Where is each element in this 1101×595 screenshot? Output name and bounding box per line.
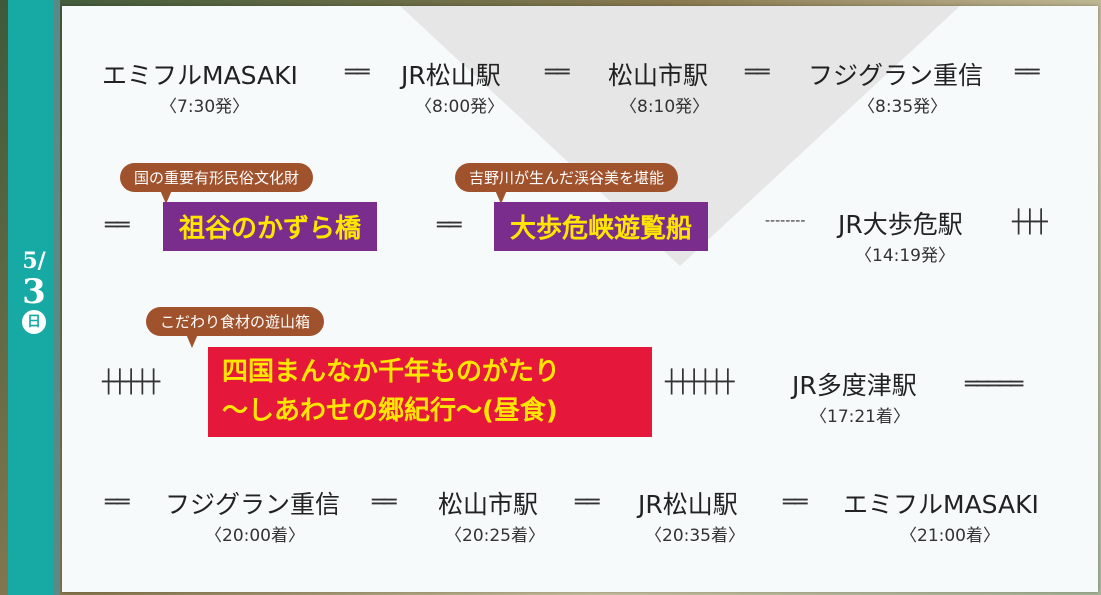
bus-line: ══ (105, 490, 129, 515)
date-band (8, 0, 60, 595)
date-day: 3 (22, 272, 46, 312)
station: 松山市駅 (608, 61, 709, 90)
bus-line: ══ (575, 490, 599, 515)
date-label: 5/ 3 日 (8, 248, 60, 334)
spot-bubble: 国の重要有形民俗文化財 (120, 163, 314, 204)
time: 〈8:10発〉 (620, 97, 710, 117)
time: 〈20:25着〉 (445, 526, 545, 546)
bus-line: ══ (345, 60, 369, 85)
station: JR大歩危駅 (838, 210, 963, 239)
date-month: 5/ (22, 248, 46, 274)
time: 〈8:00発〉 (415, 97, 505, 117)
station: 松山市駅 (438, 490, 539, 519)
train-bubble: こだわり食材の遊山箱 (146, 307, 325, 348)
station: JR松山駅 (401, 61, 501, 90)
train-name: 四国まんなか千年ものがたり (222, 357, 561, 387)
bus-line: ══ (372, 490, 396, 515)
train-subtitle: 〜しあわせの郷紀行〜(昼食) (222, 396, 558, 426)
time: 〈21:00着〉 (900, 526, 1000, 546)
bus-line: ══ (437, 213, 461, 238)
station: JR多度津駅 (792, 371, 917, 400)
walk-line: -------- (765, 213, 806, 229)
date-weekday: 日 (22, 310, 46, 334)
sightseeing-train: 四国まんなか千年ものがたり 〜しあわせの郷紀行〜(昼食) (208, 347, 652, 437)
bus-line: ══ (1015, 60, 1039, 85)
bus-line: ══ (745, 60, 769, 85)
train-line: ┼┼┼┼┼ (102, 370, 160, 395)
bus-line: ══ (783, 490, 807, 515)
bus-line: ═════ (965, 372, 1023, 397)
train-line: ┼┼┼ (1012, 210, 1048, 235)
station: エミフルMASAKI (843, 490, 1039, 519)
station: フジグラン重信 (808, 61, 984, 90)
time: 〈7:30発〉 (160, 97, 250, 117)
time: 〈20:35着〉 (645, 526, 745, 546)
station: エミフルMASAKI (102, 61, 298, 90)
spot-bubble: 吉野川が生んだ渓谷美を堪能 (455, 163, 679, 204)
bus-line: ══ (105, 213, 129, 238)
bus-line: ══ (545, 60, 569, 85)
time: 〈17:21着〉 (810, 407, 910, 427)
time: 〈20:00着〉 (205, 526, 305, 546)
spot-kazurabashi: 祖谷のかずら橋 (163, 202, 378, 251)
time: 〈8:35発〉 (858, 97, 948, 117)
time: 〈14:19発〉 (855, 246, 955, 266)
spot-oboke-boat: 大歩危峡遊覧船 (494, 202, 709, 251)
station: JR松山駅 (638, 490, 738, 519)
train-line: ┼┼┼┼┼┼ (665, 370, 734, 395)
station: フジグラン重信 (165, 490, 341, 519)
